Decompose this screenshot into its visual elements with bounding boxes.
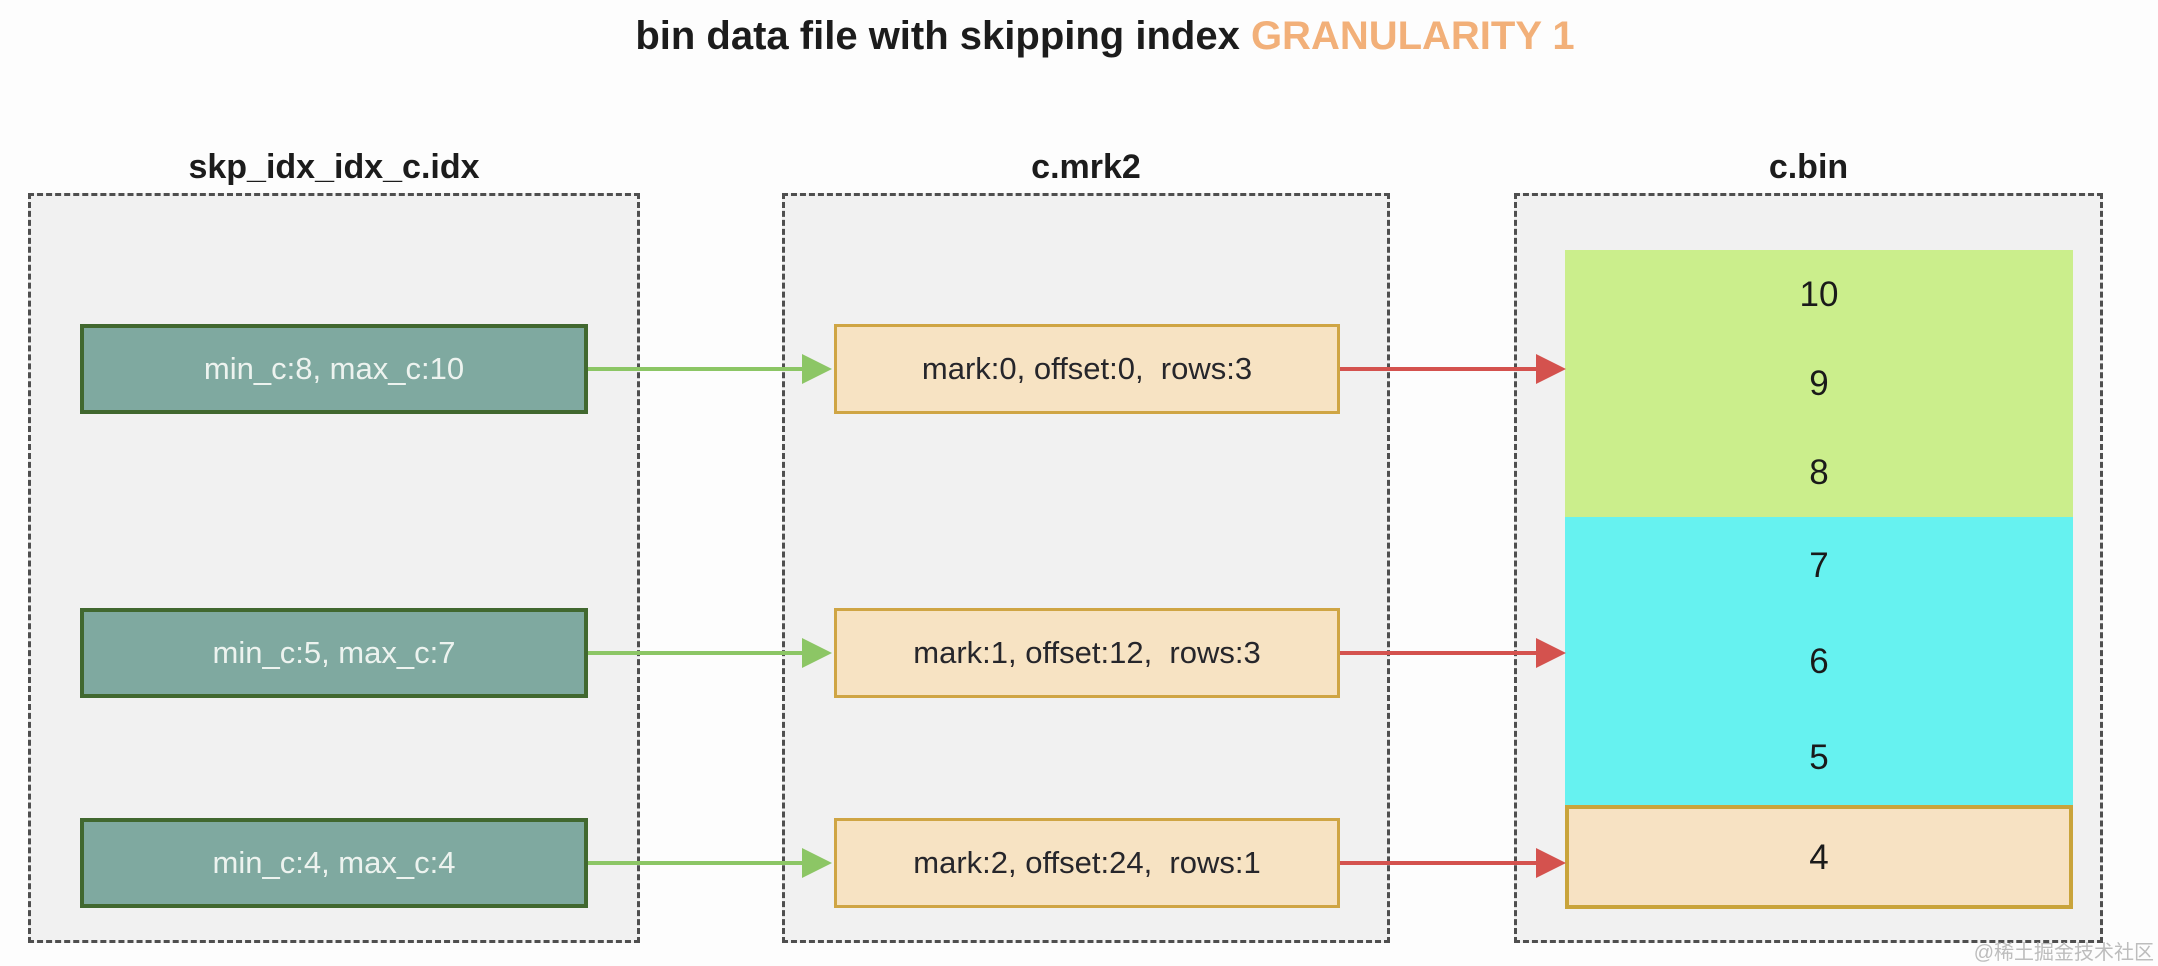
arrow-shaft (588, 367, 808, 371)
arrow-mark-to-granule-0-icon (1340, 354, 1566, 384)
arrow-tip (1536, 848, 1566, 878)
arrow-index-to-mark-0-icon (588, 354, 832, 384)
bin-value: 10 (1799, 275, 1839, 314)
arrow-shaft (588, 861, 808, 865)
header-mark-file: c.mrk2 (1031, 148, 1141, 186)
arrow-shaft (1340, 861, 1542, 865)
diagram-title: bin data file with skipping index GRANUL… (635, 14, 1574, 59)
arrow-mark-to-granule-2-icon (1340, 848, 1566, 878)
bin-value: 6 (1809, 641, 1829, 681)
arrow-mark-to-granule-1-icon (1340, 638, 1566, 668)
index-entry-2: min_c:4, max_c:4 (80, 818, 588, 908)
index-entry-0: min_c:8, max_c:10 (80, 324, 588, 414)
watermark: @稀土掘金技术社区 (1973, 942, 2154, 964)
arrow-tip (1536, 354, 1566, 384)
index-entry-1: min_c:5, max_c:7 (80, 608, 588, 698)
bin-value: 4 (1809, 837, 1829, 877)
arrow-tip (802, 848, 832, 878)
arrow-shaft (588, 651, 808, 655)
bin-value: 8 (1809, 453, 1829, 492)
diagram-title-granularity: GRANULARITY 1 (1250, 14, 1575, 58)
granule-block-2: 4 (1565, 805, 2073, 909)
arrow-shaft (1340, 651, 1542, 655)
mark-entry-0: mark:0, offset:0, rows:3 (834, 324, 1340, 414)
arrow-shaft (1340, 367, 1542, 371)
arrow-tip (802, 354, 832, 384)
bin-value: 7 (1809, 545, 1829, 585)
arrow-tip (1536, 638, 1566, 668)
granule-block-0: 10 9 8 (1565, 250, 2073, 517)
header-bin-file: c.bin (1768, 148, 1849, 186)
granule-block-1: 7 6 5 (1565, 517, 2073, 805)
arrow-tip (802, 638, 832, 668)
mark-entry-1: mark:1, offset:12, rows:3 (834, 608, 1340, 698)
bin-value: 9 (1809, 364, 1829, 403)
bin-value: 5 (1809, 737, 1829, 777)
arrow-index-to-mark-1-icon (588, 638, 832, 668)
mark-entry-2: mark:2, offset:24, rows:1 (834, 818, 1340, 908)
arrow-index-to-mark-2-icon (588, 848, 832, 878)
header-skip-index-file: skp_idx_idx_c.idx (188, 148, 480, 186)
diagram-title-text: bin data file with skipping index (635, 14, 1251, 58)
